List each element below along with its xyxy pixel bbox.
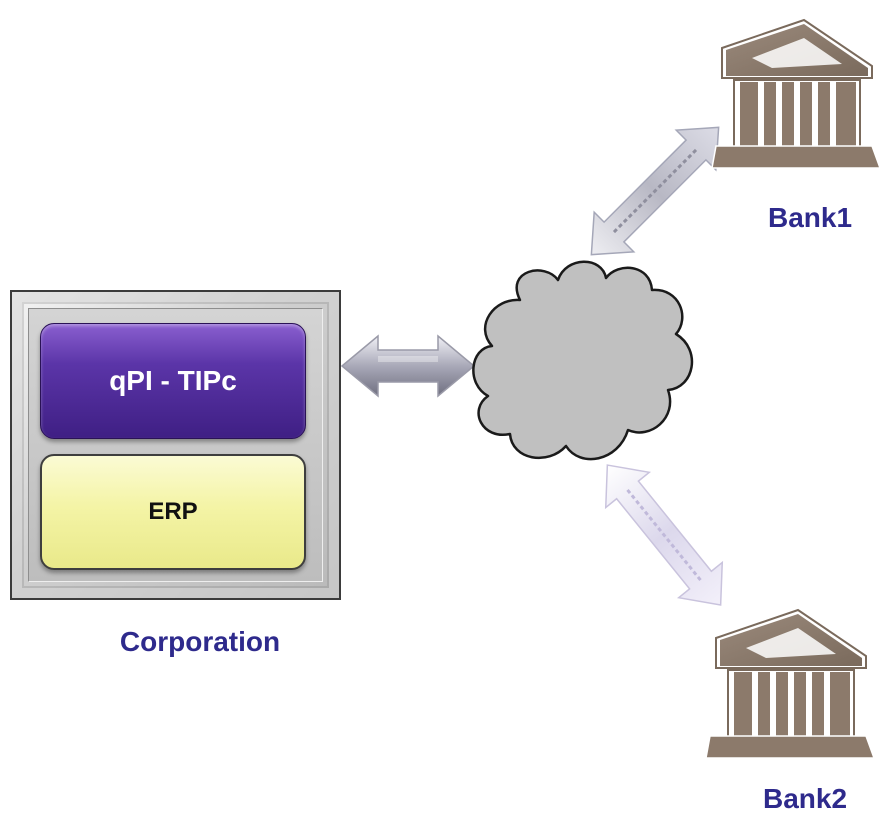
cloud-bank2-arrow	[604, 464, 724, 606]
bank1-label: Bank1	[767, 202, 853, 233]
bank2-building-icon	[705, 608, 876, 759]
tipc-module: qPI - TIPc	[40, 323, 306, 439]
corp-cloud-arrow	[340, 334, 476, 398]
cloud-bank1-arrow	[590, 126, 720, 256]
erp-module: ERP	[40, 454, 306, 570]
bank2-label: Bank2	[762, 783, 848, 814]
bank1-building-icon	[711, 18, 880, 169]
tipc-label: qPI - TIPc	[109, 365, 237, 396]
cloud-icon	[472, 260, 694, 461]
erp-label: ERP	[148, 498, 198, 525]
corporation-label: Corporation	[119, 626, 281, 657]
